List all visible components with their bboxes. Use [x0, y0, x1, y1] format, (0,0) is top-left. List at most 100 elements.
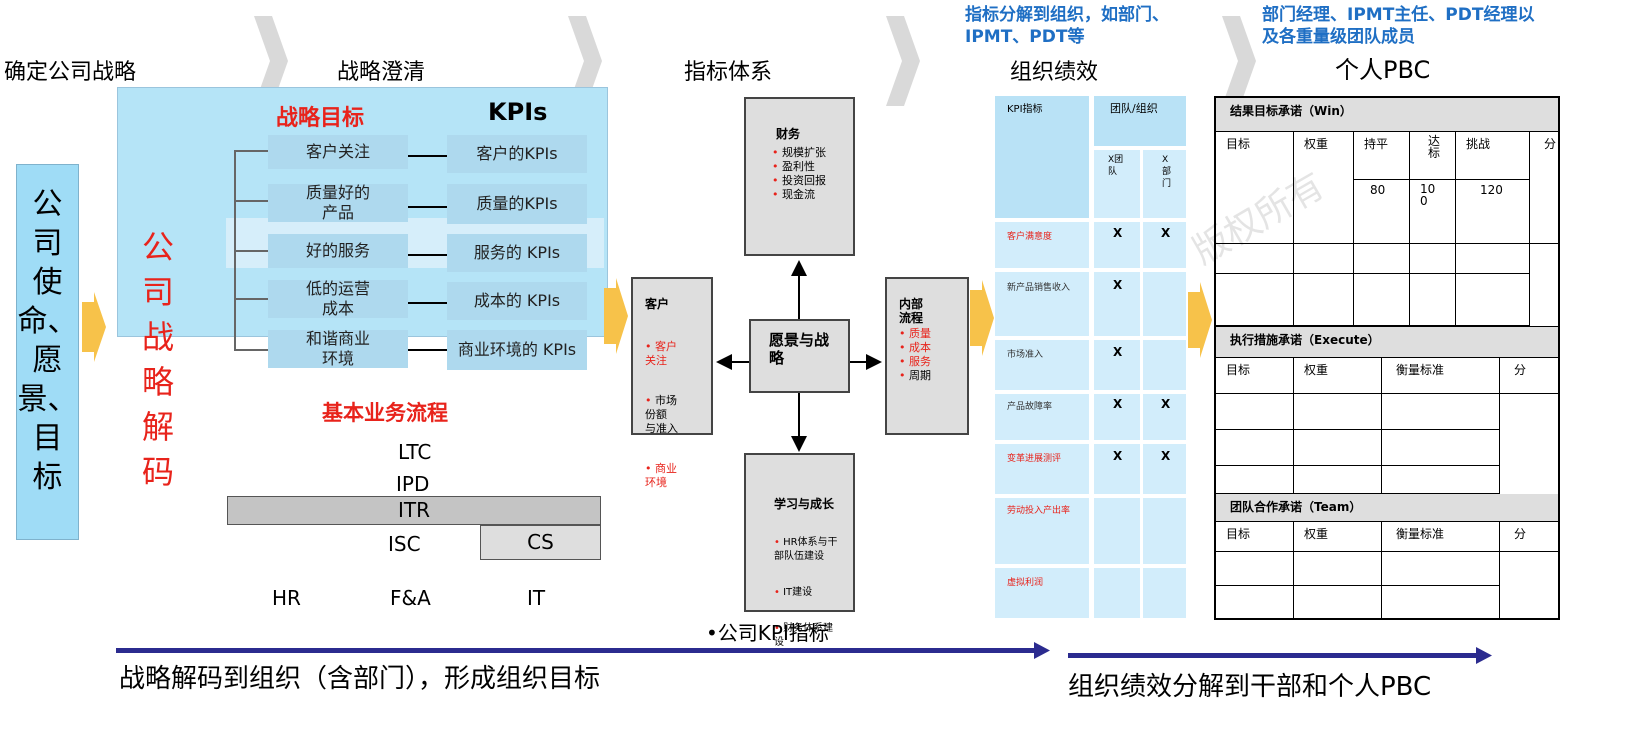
goal-pill: 好的服务 [268, 234, 408, 268]
pbc-cell [1216, 244, 1294, 274]
pbc-cell [1382, 586, 1500, 618]
org-row-cell [1094, 498, 1140, 564]
internal-item: 服务 [899, 355, 967, 369]
org-row-kpi: 虚拟利润 [1007, 578, 1044, 588]
customer-item: 商业 环境 [645, 462, 711, 490]
process-fa: F&A [390, 586, 431, 610]
kpi-pill: 商业环境的 KPIs [447, 330, 587, 370]
bracket-tick [234, 200, 268, 202]
pbc-team-col: 衡量标准 [1382, 522, 1500, 552]
org-row-kpi: 变革进展测评 [1007, 454, 1062, 464]
process-isc: ISC [388, 532, 421, 556]
pbc-cell [1382, 552, 1500, 586]
kpi-pill: 成本的 KPIs [447, 282, 587, 320]
org-row-cell [1143, 394, 1186, 440]
process-ltc: LTC [398, 440, 432, 464]
goal-kpi-connector [408, 206, 447, 208]
header-individual-pbc: 个人PBC [1335, 56, 1431, 84]
mission-vision-text: 公 司 使 命、 愿 景、 目 标 [17, 187, 78, 495]
org-row-cell [995, 498, 1089, 564]
pbc-cell [1294, 274, 1354, 326]
bracket-tick [234, 150, 268, 152]
mission-vision-box: 公 司 使 命、 愿 景、 目 标 [16, 164, 79, 540]
strategic-goals-title: 战略目标 [276, 106, 365, 131]
process-itr-bar: ITR [227, 496, 601, 525]
goal-kpi-connector [408, 349, 447, 351]
bracket-tick [234, 250, 268, 252]
bracket-tick [234, 349, 268, 351]
learning-growth-title: 学习与成长 [774, 497, 835, 511]
strategy-decode-text: 公 司 战 略 解 码 [141, 228, 174, 491]
org-row-mark: X [1113, 278, 1123, 292]
business-process-title: 基本业务流程 [322, 401, 448, 425]
pbc-exec-col: 目标 [1216, 358, 1294, 394]
org-row-mark: X [1113, 345, 1123, 359]
org-sub-cell [1143, 150, 1186, 218]
org-row-kpi: 劳动投入产出率 [1007, 506, 1071, 516]
pbc-team-title: 团队合作承诺（Team） [1216, 494, 1558, 522]
pbc-cell [1216, 394, 1294, 430]
pbc-cell [1456, 244, 1530, 274]
org-sub-team: X团 队 [1108, 155, 1124, 177]
internal-process-title: 内部 流程 [899, 297, 924, 325]
pbc-win-col: 达 标 [1410, 132, 1456, 180]
goal-kpi-connector [408, 302, 447, 304]
header-kpi-system: 指标体系 [684, 60, 773, 85]
org-col-kpi: KPI指标 [1007, 104, 1043, 115]
org-row-cell [995, 444, 1089, 494]
header-company-strategy: 确定公司战略 [4, 60, 137, 85]
kpi-pill: 服务的 KPIs [447, 234, 587, 272]
chevron-arrow-icon [886, 16, 920, 106]
pbc-win-val: 120 [1456, 180, 1530, 244]
pbc-team-col: 目标 [1216, 522, 1294, 552]
finance-item: 现金流 [772, 188, 853, 202]
pbc-cell [1410, 274, 1456, 326]
flow-arrow-icon [82, 292, 106, 362]
org-row-cell [1143, 444, 1186, 494]
internal-item: 质量 [899, 327, 967, 341]
finance-title: 财务 [776, 127, 801, 141]
org-row-cell [1143, 272, 1186, 336]
pbc-cell [1354, 274, 1410, 326]
arrowhead-icon [1034, 642, 1050, 659]
org-row-cell [1094, 222, 1140, 268]
arrowhead-icon [1476, 647, 1492, 664]
kpis-title: KPIs [488, 98, 548, 126]
finance-item: 盈利性 [772, 160, 853, 174]
process-hr: HR [272, 586, 301, 610]
header-strategy-clarification: 战略澄清 [337, 60, 426, 85]
flow-arrow-icon [970, 280, 994, 356]
org-row-mark: X [1113, 397, 1123, 411]
customer-item: 客户 关注 [645, 340, 711, 368]
pbc-cell [1294, 466, 1382, 494]
pbc-cell [1294, 586, 1382, 618]
pbc-cell [1294, 552, 1382, 586]
org-row-kpi: 产品故障率 [1007, 402, 1053, 412]
org-sub-dept: X 部 门 [1162, 155, 1172, 189]
chevron-arrow-icon [568, 16, 602, 106]
org-sub-cell [1094, 150, 1140, 218]
learning-item: HR体系与干 部队伍建设 [774, 536, 853, 564]
internal-process-box: 内部 流程 质量 成本 服务 周期 [885, 277, 969, 435]
pbc-cell [1216, 430, 1294, 466]
internal-item: 成本 [899, 341, 967, 355]
pbc-exec-col: 衡量标准 [1382, 358, 1500, 394]
footer-left-caption: 战略解码到组织（含部门），形成组织目标 [119, 664, 601, 694]
pbc-cell [1294, 430, 1382, 466]
process-it: IT [527, 586, 546, 610]
finance-item: 投资回报 [772, 174, 853, 188]
learning-item: IT建设 [774, 586, 853, 600]
pbc-cell [1294, 244, 1354, 274]
pbc-cell [1382, 430, 1500, 466]
company-kpi-label: •公司KPI指标 [706, 621, 829, 645]
learning-item: 财务体系建 设 [774, 622, 853, 650]
org-row-cell [995, 394, 1089, 440]
org-row-mark: X [1161, 397, 1171, 411]
pbc-cell [1410, 244, 1456, 274]
pbc-table: 结果目标承诺（Win） 目标 权重 持平 达 标 挑战 分 80 10 0 12… [1214, 96, 1560, 620]
pbc-win-col: 挑战 [1456, 132, 1530, 180]
org-row-mark: X [1113, 449, 1123, 463]
bracket-tick [234, 298, 268, 300]
chevron-arrow-icon [1222, 16, 1256, 106]
pbc-cell [1216, 552, 1294, 586]
